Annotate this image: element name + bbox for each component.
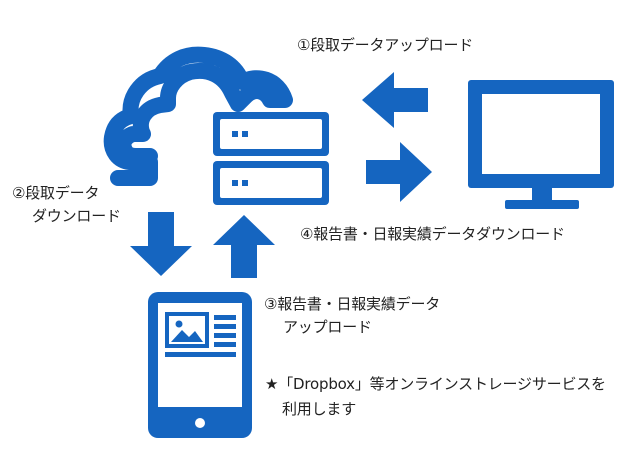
note-label-line1: ★「Dropbox」等オンラインストレージサービスを [265, 375, 606, 393]
step2-label-line2: ダウンロード [32, 207, 121, 225]
step3-label-line2: アップロード [283, 318, 372, 336]
step3-label-line1: ③報告書・日報実績データ [264, 295, 441, 313]
step2-label-line1: ②段取データ [12, 184, 100, 202]
step1-label: ①段取データアップロード [297, 36, 474, 54]
step4-label: ④報告書・日報実績データダウンロード [300, 225, 565, 243]
note-label-line2: 利用します [282, 400, 357, 418]
